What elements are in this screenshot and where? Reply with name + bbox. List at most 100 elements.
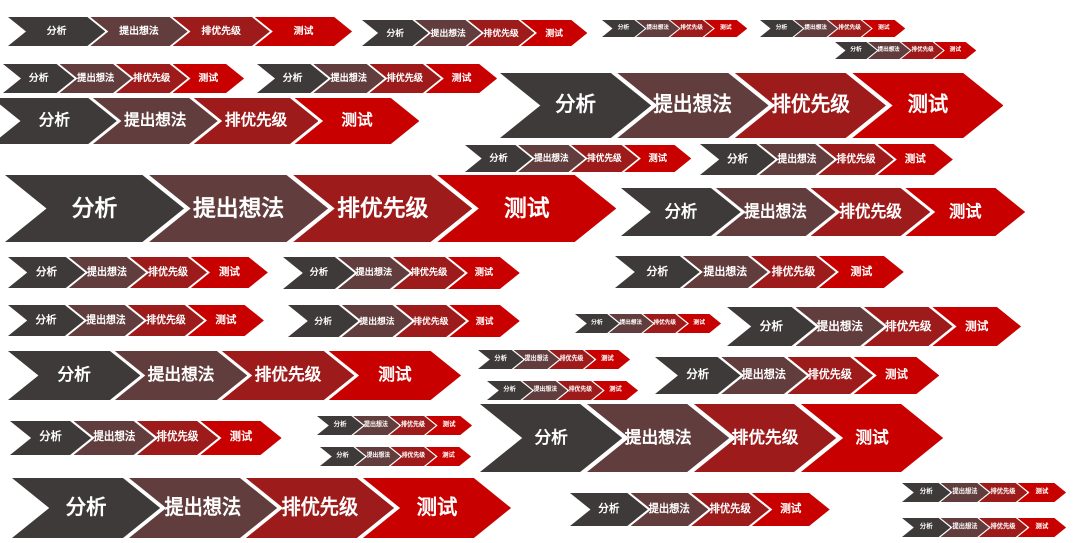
process-chevron-group: 分析提出想法排优先级测试 <box>835 42 978 59</box>
chevron-step-1: 分析 <box>257 64 329 93</box>
chevron-step-2: 提出想法 <box>415 20 482 46</box>
chevron-label: 提出想法 <box>816 319 864 333</box>
chevron-step-3: 排优先级 <box>549 350 595 369</box>
chevron-step-1: 分析 <box>478 350 524 369</box>
process-chevron-group: 分析提出想法排优先级测试 <box>655 357 943 394</box>
chevron-label: 提出想法 <box>524 355 549 363</box>
chevron-label: 排优先级 <box>680 24 703 31</box>
process-chevron-group: 分析提出想法排优先级测试 <box>570 493 833 526</box>
chevron-label: 分析 <box>555 94 596 117</box>
chevron-label: 排优先级 <box>990 523 1016 531</box>
chevron-label: 分析 <box>591 319 603 326</box>
chevron-step-2: 提出想法 <box>355 447 401 466</box>
chevron-label: 测试 <box>850 265 873 278</box>
process-chevron-group: 分析提出想法排优先级测试 <box>487 381 640 400</box>
process-chevron-group: 分析提出想法排优先级测试 <box>3 64 247 93</box>
process-chevron-group: 分析提出想法排优先级测试 <box>8 351 466 400</box>
chevron-step-4: 测试 <box>677 314 721 333</box>
chevron-step-3: 排优先级 <box>389 416 436 435</box>
chevron-step-3: 排优先级 <box>901 42 944 59</box>
process-chevron-group: 分析提出想法排优先级测试 <box>8 257 271 288</box>
chevron-label: 分析 <box>919 523 933 531</box>
chevron-label: 分析 <box>646 265 669 278</box>
chevron-label: 测试 <box>293 25 314 37</box>
chevron-label: 分析 <box>282 72 303 84</box>
chevron-label: 排优先级 <box>254 365 322 385</box>
chevron-label: 排优先级 <box>400 421 425 429</box>
chevron-step-1: 分析 <box>621 188 741 236</box>
chevron-label: 测试 <box>218 266 240 279</box>
chevron-step-1: 分析 <box>320 447 366 466</box>
chevron-label: 排优先级 <box>337 195 429 222</box>
chevron-step-1: 分析 <box>362 20 429 46</box>
chevron-step-4: 测试 <box>934 42 977 59</box>
chevron-label: 排优先级 <box>483 27 519 38</box>
chevron-label: 排优先级 <box>731 427 799 447</box>
chevron-step-2: 提出想法 <box>794 20 838 37</box>
chevron-label: 测试 <box>229 431 253 444</box>
chevron-label: 分析 <box>686 368 710 381</box>
process-chevron-group: 分析提出想法排优先级测试 <box>575 314 723 333</box>
chevron-step-1: 分析 <box>0 98 117 144</box>
chevron-label: 分析 <box>46 25 67 37</box>
chevron-label: 提出想法 <box>87 266 128 279</box>
process-chevron-group: 分析提出想法排优先级测试 <box>602 20 749 37</box>
chevron-label: 排优先级 <box>771 94 850 117</box>
chevron-step-1: 分析 <box>487 381 533 400</box>
chevron-step-1: 分析 <box>465 145 533 172</box>
chevron-label: 测试 <box>442 452 455 460</box>
chevron-step-3: 排优先级 <box>979 483 1028 502</box>
process-chevron-group: 分析提出想法排优先级测试 <box>621 188 1030 236</box>
chevron-step-2: 提出想法 <box>353 416 400 435</box>
chevron-label: 排优先级 <box>224 112 288 130</box>
chevron-label: 测试 <box>341 112 373 130</box>
chevron-label: 分析 <box>71 195 118 222</box>
chevron-label: 排优先级 <box>709 503 751 516</box>
chevron-label: 排优先级 <box>146 314 186 327</box>
chevron-label: 测试 <box>855 427 889 447</box>
chevron-label: 提出想法 <box>119 25 159 37</box>
chevron-label: 测试 <box>1035 523 1049 531</box>
chevron-label: 排优先级 <box>836 153 876 166</box>
process-chevron-group: 分析提出想法排优先级测试 <box>12 478 517 538</box>
chevron-label: 提出想法 <box>147 365 215 385</box>
process-chevron-group: 分析提出想法排优先级测试 <box>8 305 267 336</box>
chevron-label: 测试 <box>965 319 989 333</box>
chevron-label: 提出想法 <box>364 421 389 429</box>
chevron-label: 排优先级 <box>838 24 861 31</box>
chevron-label: 测试 <box>877 24 890 31</box>
chevron-label: 分析 <box>759 319 783 333</box>
chevron-step-2: 提出想法 <box>940 518 989 537</box>
chevron-step-1: 分析 <box>615 256 700 288</box>
process-chevron-group: 分析提出想法排优先级测试 <box>478 350 632 369</box>
chevron-step-1: 分析 <box>700 144 776 175</box>
chevron-step-1: 分析 <box>835 42 877 59</box>
chevron-step-4: 测试 <box>1017 518 1067 537</box>
chevron-label: 分析 <box>598 503 620 516</box>
chevron-label: 测试 <box>215 314 237 327</box>
chevron-label: 提出想法 <box>804 24 827 31</box>
chevron-step-2: 提出想法 <box>636 20 680 37</box>
chevron-label: 提出想法 <box>124 112 187 130</box>
chevron-step-1: 分析 <box>8 257 86 288</box>
chevron-label: 分析 <box>28 72 49 84</box>
process-chevron-group: 分析提出想法排优先级测试 <box>10 421 285 455</box>
chevron-step-4: 测试 <box>1017 483 1067 502</box>
chevron-step-2: 提出想法 <box>513 350 559 369</box>
process-chevron-group: 分析提出想法排优先级测试 <box>700 144 956 175</box>
chevron-step-1: 分析 <box>10 421 92 455</box>
process-chevron-group: 分析提出想法排优先级测试 <box>317 416 474 435</box>
chevron-label: 提出想法 <box>330 72 368 84</box>
chevron-label: 分析 <box>617 24 630 31</box>
chevron-label: 分析 <box>57 365 91 385</box>
chevron-step-3: 排优先级 <box>557 381 603 400</box>
process-chevron-group: 分析提出想法排优先级测试 <box>760 20 907 37</box>
chevron-step-1: 分析 <box>500 73 652 138</box>
chevron-label: 提出想法 <box>164 496 242 519</box>
chevron-label: 测试 <box>198 72 219 84</box>
chevron-step-4: 测试 <box>425 447 472 466</box>
chevron-label: 测试 <box>474 267 494 278</box>
chevron-label: 分析 <box>309 267 329 278</box>
chevron-label: 分析 <box>727 153 749 166</box>
